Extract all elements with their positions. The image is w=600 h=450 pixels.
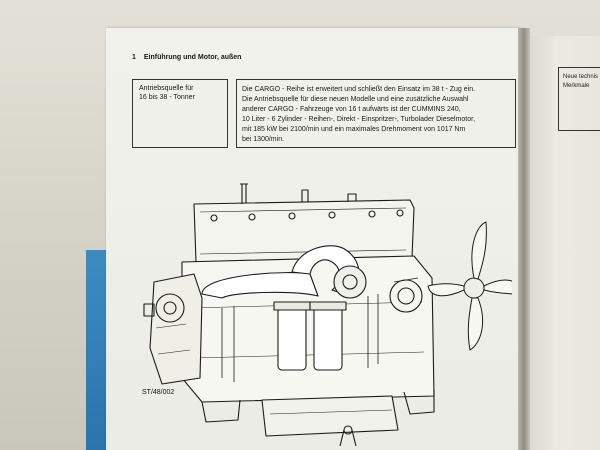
body-line: Die CARGO - Reihe ist erweitert und schl… [242,86,476,93]
figure-caption: ST/48/002 [142,389,175,396]
alternator [389,279,423,313]
body-line: 10 Liter - 6 Zylinder - Reihen-, Direkt … [242,116,476,123]
section-number: 1 [132,54,136,61]
body-line: anderer CARGO - Fahrzeuge von 16 t aufwä… [242,106,461,113]
cover-edge [86,250,106,450]
body-line: Die Antriebsquelle für diese neuen Model… [242,96,469,103]
book-gutter [518,28,530,450]
cooling-fan [427,221,512,351]
oil-sump [261,395,399,437]
sidebar-label-box: Antriebsquelle für 16 bis 38 - Tonner [132,79,228,148]
facing-page [528,36,600,450]
timing-cover [149,273,203,385]
facing-label-line: Neue technis [563,74,599,80]
label-line: Antriebsquelle für [139,85,194,92]
section-heading: 1 Einführung und Motor, außen [132,54,241,61]
rocker-cover [193,199,415,263]
body-line: mit 185 kW bei 2100/min und ein maximale… [242,126,466,133]
facing-page-label-box: Neue technis Merkmale [558,67,600,131]
facing-label-line: Merkmale [563,83,590,89]
oil-filter [277,305,307,371]
body-text-box: Die CARGO - Reihe ist erweitert und schl… [236,79,516,148]
engine-diagram [143,183,512,447]
label-line: 16 bis 38 - Tonner [139,94,195,101]
section-title: Einführung und Motor, außen [143,54,242,61]
fuel-filter [313,305,343,371]
body-line: bei 1300/min. [242,136,285,143]
